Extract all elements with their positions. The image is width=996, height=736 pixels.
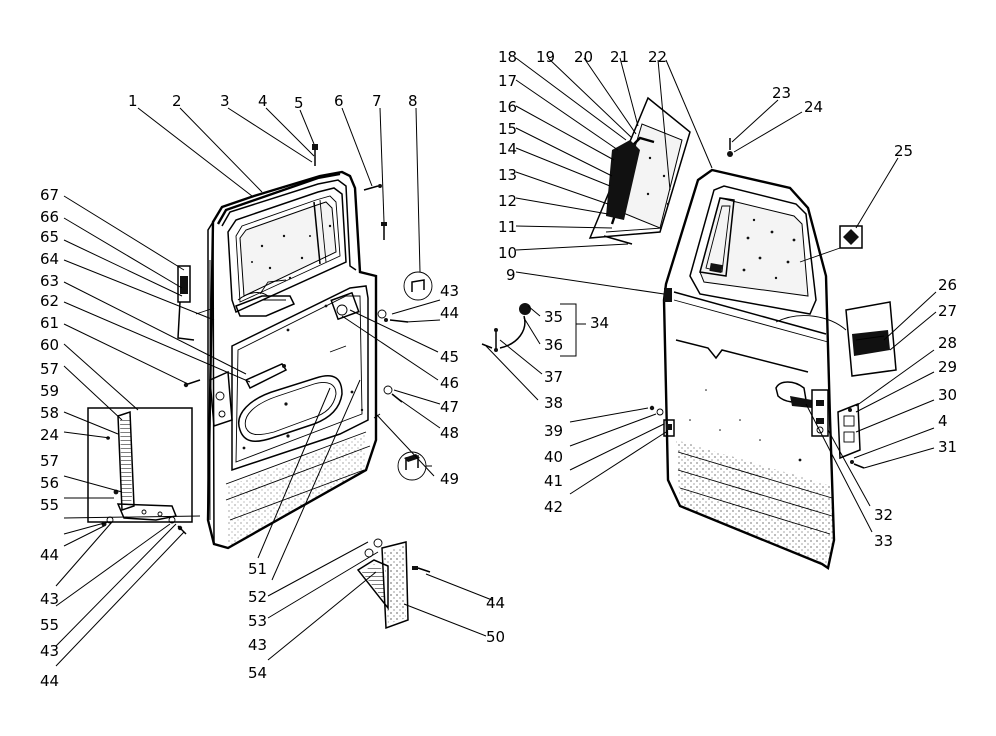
label-57: 57 (40, 360, 59, 378)
label-15: 15 (498, 120, 517, 138)
callout-labels: 1 2 3 4 5 6 7 8 9 10 11 12 13 14 15 16 1… (40, 48, 957, 690)
label-23: 23 (772, 84, 791, 102)
label-51: 51 (248, 560, 267, 578)
label-28: 28 (938, 334, 957, 352)
label-52: 52 (248, 588, 267, 606)
label-24-left: 24 (40, 426, 59, 444)
label-62: 62 (40, 292, 59, 310)
label-5: 5 (294, 94, 304, 112)
outside-handle-inset (775, 301, 897, 377)
label-44-left-a: 44 (40, 546, 59, 564)
vent-window-inset (588, 96, 691, 245)
label-55-lower: 55 (40, 616, 59, 634)
label-43-left-a: 43 (40, 590, 59, 608)
right-hinge-parts (649, 405, 675, 437)
striker-plate (837, 402, 865, 469)
label-31: 31 (938, 438, 957, 456)
label-10: 10 (498, 244, 517, 262)
label-25: 25 (894, 142, 913, 160)
label-7: 7 (372, 92, 382, 110)
label-50: 50 (486, 628, 505, 646)
label-36: 36 (544, 336, 563, 354)
label-4-right: 4 (938, 412, 948, 430)
label-26: 26 (938, 276, 957, 294)
label-44-bottom: 44 (486, 594, 505, 612)
label-14: 14 (498, 140, 517, 158)
label-63: 63 (40, 272, 59, 290)
label-42: 42 (544, 498, 563, 516)
label-30: 30 (938, 386, 957, 404)
label-44: 44 (440, 304, 459, 322)
label-6: 6 (334, 92, 344, 110)
label-29: 29 (938, 358, 957, 376)
hinge-inset (87, 407, 193, 523)
label-19: 19 (536, 48, 555, 66)
label-4: 4 (258, 92, 268, 110)
label-1: 1 (128, 92, 138, 110)
label-9: 9 (506, 266, 516, 284)
label-34: 34 (590, 314, 609, 332)
label-35: 35 (544, 308, 563, 326)
label-13: 13 (498, 166, 517, 184)
label-61: 61 (40, 314, 59, 332)
label-65: 65 (40, 228, 59, 246)
label-54: 54 (248, 664, 267, 682)
label-39: 39 (544, 422, 563, 440)
label-37: 37 (544, 368, 563, 386)
label-17: 17 (498, 72, 517, 90)
label-38: 38 (544, 394, 563, 412)
label-12: 12 (498, 192, 517, 210)
label-59: 59 (40, 382, 59, 400)
label-32: 32 (874, 506, 893, 524)
label-3: 3 (220, 92, 230, 110)
vent-latch-detail (799, 225, 863, 263)
label-48: 48 (440, 424, 459, 442)
leader-lines (55, 57, 937, 667)
label-64: 64 (40, 250, 59, 268)
door-sill-panel (356, 538, 431, 630)
label-45: 45 (440, 348, 459, 366)
right-door-outer (662, 168, 836, 570)
label-47: 47 (440, 398, 459, 416)
label-67: 67 (40, 186, 59, 204)
label-49: 49 (440, 470, 459, 488)
label-60: 60 (40, 336, 59, 354)
label-58: 58 (40, 404, 59, 422)
upper-hinge (177, 265, 215, 341)
label-27: 27 (938, 302, 957, 320)
label-43: 43 (440, 282, 459, 300)
label-44-left-b: 44 (40, 672, 59, 690)
label-2: 2 (172, 92, 182, 110)
label-22: 22 (648, 48, 667, 66)
label-16: 16 (498, 98, 517, 116)
label-43-left-b: 43 (40, 642, 59, 660)
label-55: 55 (40, 496, 59, 514)
label-41: 41 (544, 472, 563, 490)
label-43-bottom: 43 (248, 636, 267, 654)
label-24: 24 (804, 98, 823, 116)
label-33: 33 (874, 532, 893, 550)
label-40: 40 (544, 448, 563, 466)
label-53: 53 (248, 612, 267, 630)
label-8: 8 (408, 92, 418, 110)
label-57-lower: 57 (40, 452, 59, 470)
label-18: 18 (498, 48, 517, 66)
label-21: 21 (610, 48, 629, 66)
left-door-inner (206, 144, 433, 550)
label-11: 11 (498, 218, 517, 236)
label-66: 66 (40, 208, 59, 226)
label-46: 46 (440, 374, 459, 392)
label-56: 56 (40, 474, 59, 492)
label-20: 20 (574, 48, 593, 66)
